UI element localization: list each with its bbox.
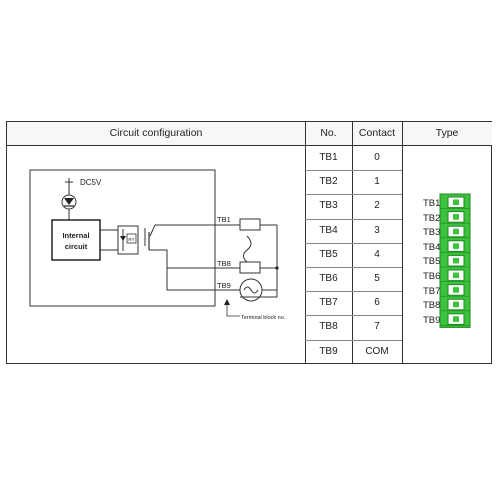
connector-pin <box>453 228 459 235</box>
row-no-cell: TB2 <box>319 176 338 188</box>
relay-label: RY <box>128 237 134 242</box>
terminal-pointer-line <box>226 300 240 317</box>
connector-label: TB4 <box>423 241 441 253</box>
row-contact-cell: 7 <box>374 321 380 333</box>
tb1-label: TB1 <box>217 215 231 224</box>
relay-diode-icon <box>120 236 126 241</box>
internal-circuit-label-1: Internal <box>62 231 89 240</box>
row-no-cell: TB4 <box>319 224 338 236</box>
column-divider <box>352 122 353 363</box>
internal-circuit-label-2: circuit <box>65 242 88 251</box>
row-divider <box>305 242 402 244</box>
connector-pin <box>453 199 459 206</box>
connector-pin <box>453 214 459 220</box>
internal-circuit-box <box>51 219 101 261</box>
load-resistor-1 <box>239 218 261 231</box>
row-no-cell: TB3 <box>319 200 338 212</box>
connector-label: TB3 <box>423 227 441 239</box>
header-no: No. <box>305 122 352 146</box>
circuit-table: Circuit configuration No. Contact Type T… <box>6 121 492 364</box>
connector-label: TB9 <box>423 314 441 326</box>
relay-block <box>117 225 139 255</box>
connector-pin <box>453 316 459 322</box>
row-divider <box>305 339 402 341</box>
header-contact: Contact <box>352 122 402 146</box>
connector-label: TB5 <box>423 256 441 268</box>
row-contact-cell: 6 <box>374 297 380 309</box>
row-no-cell: TB9 <box>319 345 338 357</box>
wire-tb1 <box>149 224 240 237</box>
row-divider <box>305 218 402 220</box>
row-no-cell: TB5 <box>319 248 338 260</box>
row-contact-cell: 0 <box>374 152 380 163</box>
load-resistor-2 <box>239 261 261 274</box>
relay-coil-icon <box>126 233 137 244</box>
connector-label: TB6 <box>423 271 441 282</box>
wire-tb9 <box>149 249 240 291</box>
row-no-cell: TB6 <box>319 273 338 284</box>
header-circuit-configuration: Circuit configuration <box>7 122 305 146</box>
device-outline <box>29 169 216 307</box>
row-no-cell: TB8 <box>319 321 338 333</box>
row-contact-cell: 3 <box>374 224 380 236</box>
connector-label: TB1 <box>423 198 441 209</box>
row-divider <box>305 315 402 317</box>
tb8-label: TB8 <box>217 259 231 268</box>
column-divider <box>305 122 306 363</box>
column-divider <box>402 122 403 363</box>
connector-label: TB8 <box>423 300 441 312</box>
row-contact-cell: 4 <box>374 248 380 260</box>
led-triangle <box>64 198 74 205</box>
row-no-cell: TB1 <box>319 152 338 163</box>
row-contact-cell: 5 <box>374 273 380 284</box>
tb9-label: TB9 <box>217 281 231 290</box>
arrow-up-icon <box>224 299 230 305</box>
terminal-block-note: Terminal block no. <box>241 315 286 321</box>
row-contact-cell: 2 <box>374 200 380 212</box>
terminal-connector-icon <box>439 193 471 328</box>
row-contact-cell: 1 <box>374 176 380 188</box>
connector-label: TB2 <box>423 212 441 224</box>
row-no-cell: TB7 <box>319 297 338 309</box>
row-divider <box>305 194 402 196</box>
row-divider <box>305 170 402 172</box>
row-divider <box>305 267 402 268</box>
header-type: Type <box>402 122 492 146</box>
connector-pin <box>453 243 459 249</box>
connector-pin <box>453 272 459 279</box>
connector-label: TB7 <box>423 285 441 297</box>
connector-pin <box>453 257 459 264</box>
connector-pin <box>453 287 459 293</box>
connector-pin <box>453 301 459 308</box>
dc-label: DC5V <box>80 178 102 187</box>
wavy-icon <box>243 235 252 263</box>
row-divider <box>305 291 402 293</box>
row-contact-cell: COM <box>365 345 389 357</box>
